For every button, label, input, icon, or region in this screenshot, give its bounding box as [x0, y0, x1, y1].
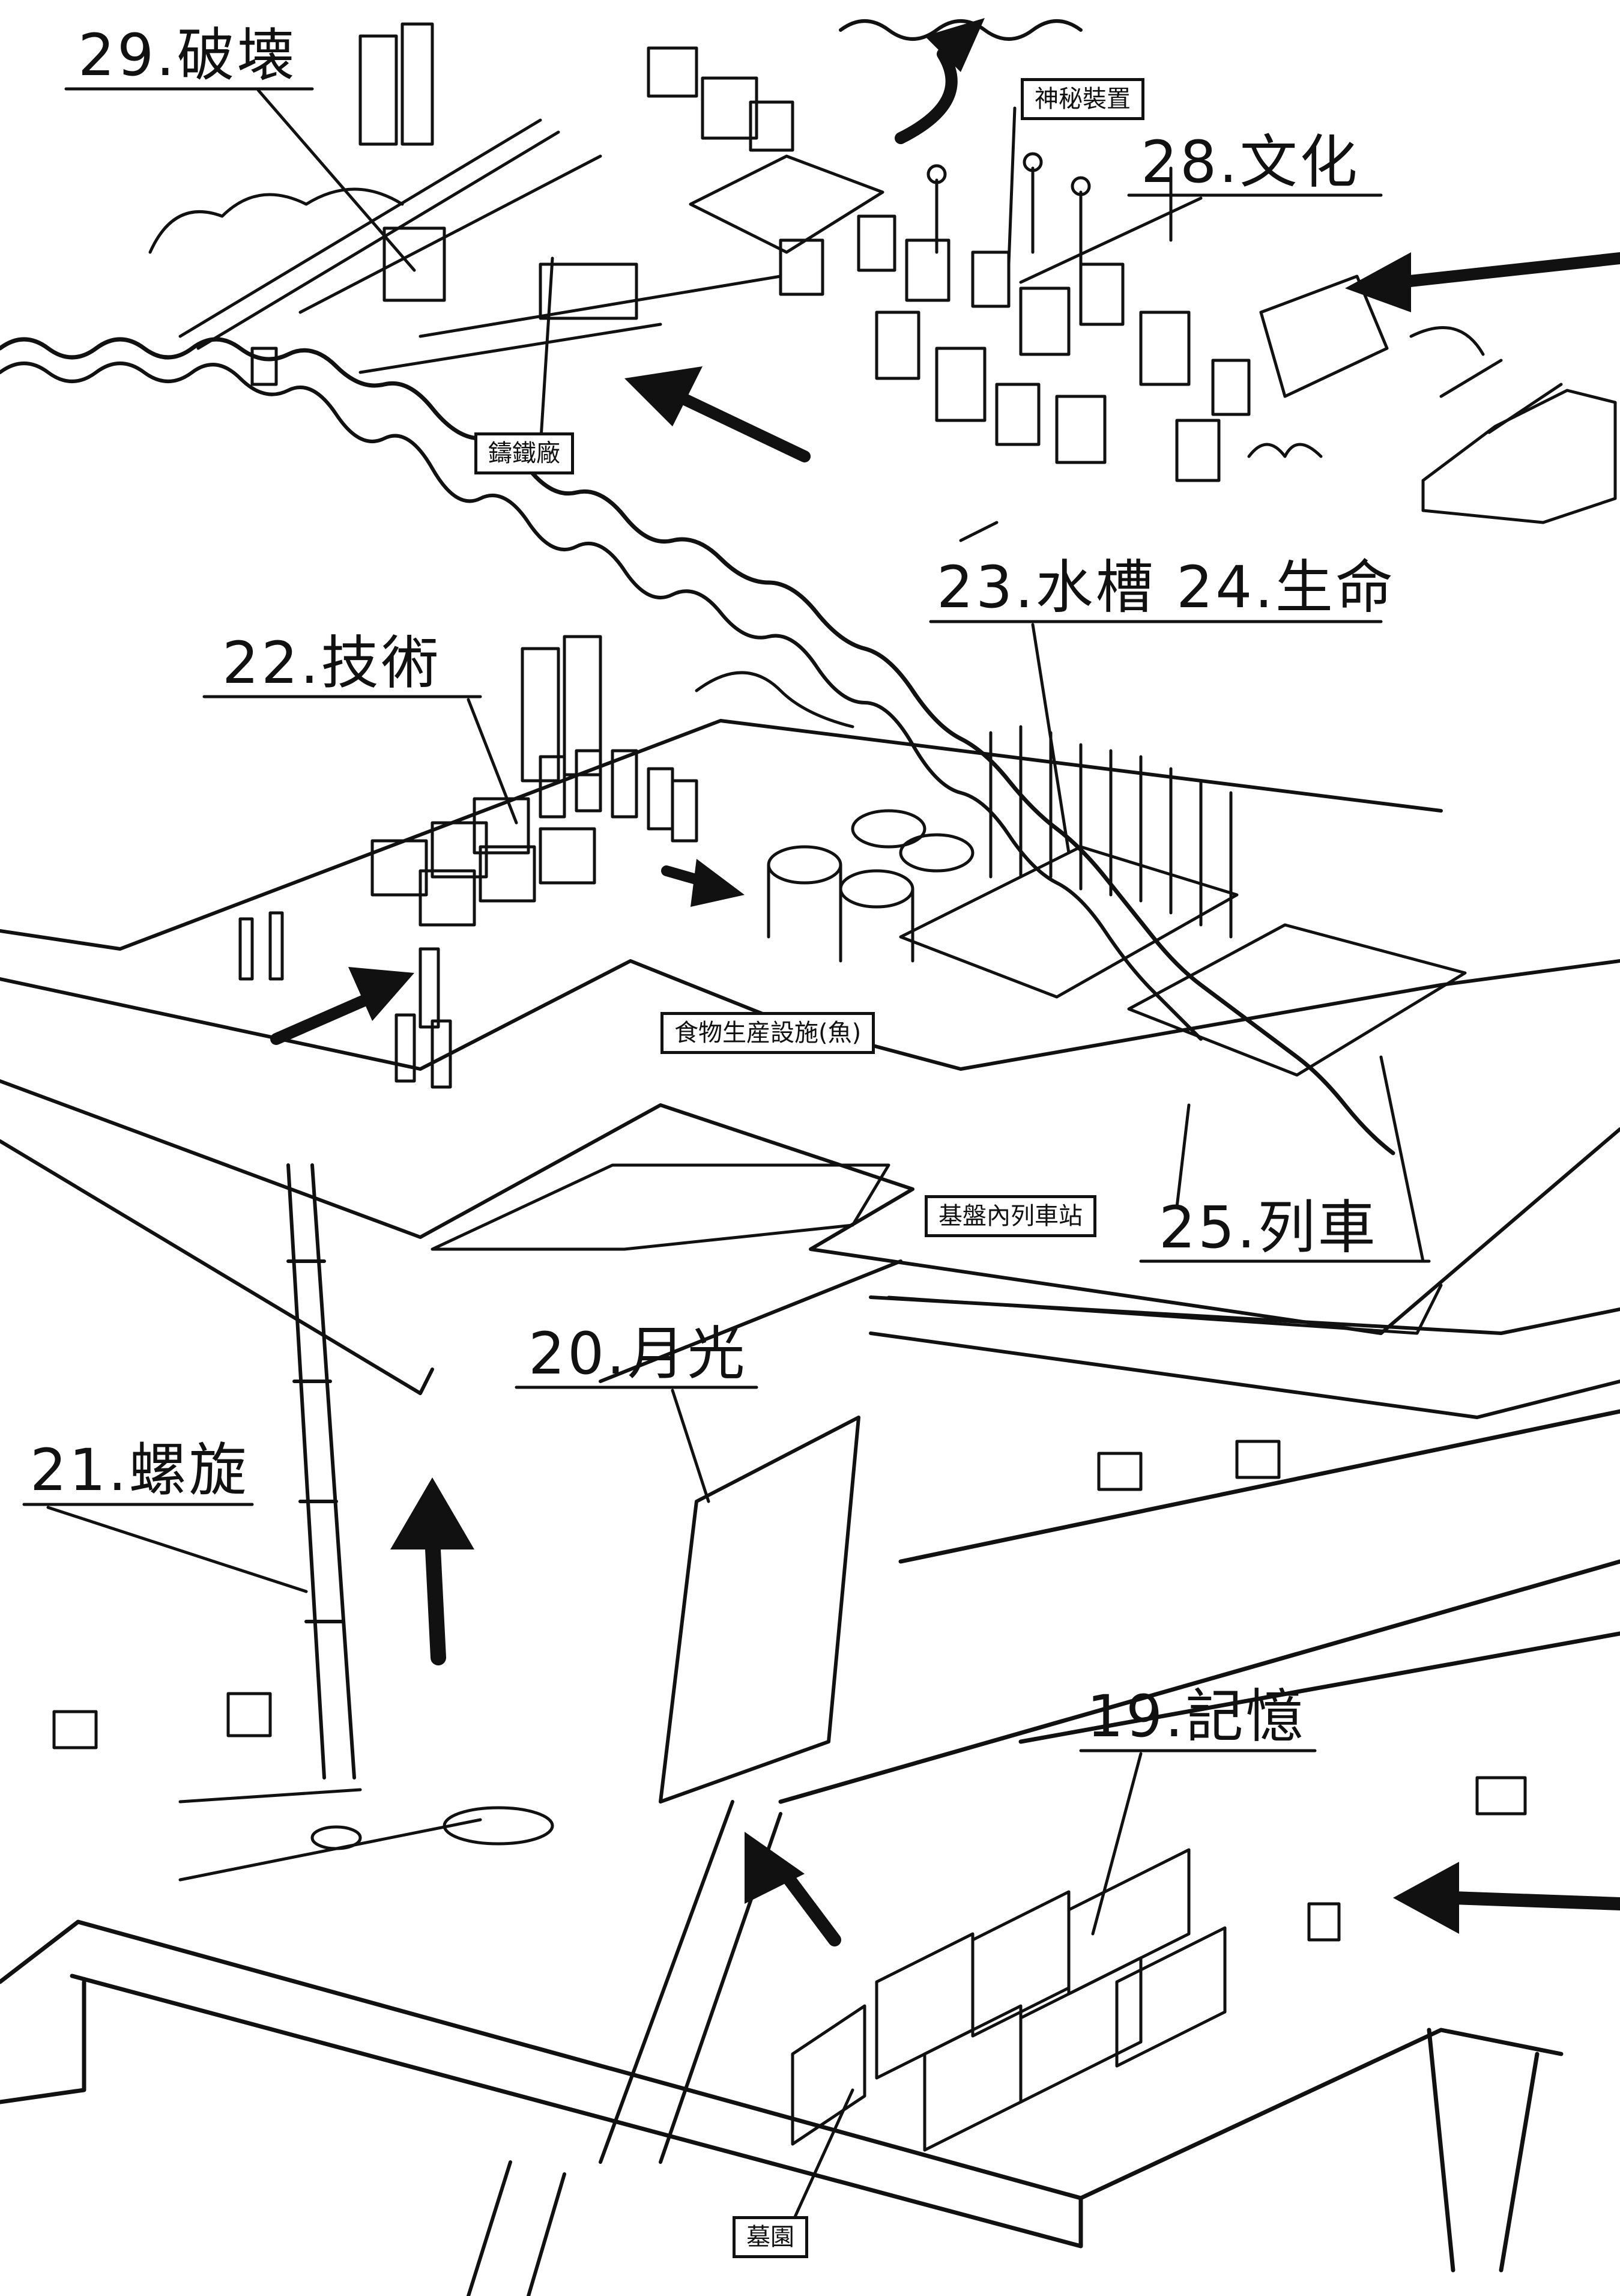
zone-label-23-24: 23.水槽 24.生命 [937, 554, 1395, 621]
arrow-up-spiral-head [390, 1477, 474, 1549]
flow-arrows [270, 18, 1620, 1946]
zone-label-21: 21.螺旋 [30, 1437, 249, 1504]
spiral-tower-sketch [286, 1163, 356, 1780]
arrow-into-memory-head [1393, 1862, 1459, 1934]
arrow-into-culture-head [1345, 252, 1411, 312]
destruction-area-sketch [148, 22, 884, 386]
arrow-tech-to-tank-head [691, 859, 745, 907]
culture-area-sketch [857, 152, 1389, 542]
arrow-to-destruction-line [672, 390, 811, 462]
zone-label-25: 25.列車 [1159, 1194, 1378, 1261]
right-rocks-sketch [1409, 326, 1617, 524]
facility-label-food-production: 食物生産設施(魚) [660, 1012, 875, 1054]
lower-left-debris [52, 1440, 1527, 1942]
zone-label-29: 29.破壊 [78, 22, 297, 89]
zone-label-22: 22.技術 [222, 629, 441, 697]
top-wavy-line [839, 19, 1083, 41]
arrow-up-spiral-line [425, 1530, 446, 1665]
facility-label-mystery-device: 神秘裝置 [1021, 78, 1144, 120]
tank-life-facility-sketch [767, 725, 1467, 1077]
zone-label-19: 19.記憶 [1087, 1683, 1306, 1750]
arrow-to-top-head [925, 18, 985, 72]
facility-label-train-station: 基盤內列車站 [925, 1195, 1096, 1237]
arrow-to-destruction-head [624, 366, 703, 426]
lower-wall-sketch [0, 1409, 1620, 2273]
upper-wavy-boundary-2 [0, 362, 1203, 1041]
cemetery-sketch [791, 1848, 1227, 2152]
middle-platform-sketch [0, 719, 1620, 1419]
arrow-to-moonlight-head [745, 1832, 805, 1904]
facility-label-steel-mill: 鑄鐵廠 [474, 432, 574, 474]
label-leaders [22, 87, 1431, 2224]
arrow-into-culture-line [1393, 252, 1620, 288]
zone-label-20: 20.月光 [528, 1320, 748, 1387]
facility-label-cemetery: 墓園 [733, 2216, 808, 2258]
moonlight-tower-sketch [467, 1416, 860, 2296]
arrow-into-memory-line [1446, 1891, 1620, 1910]
upper-wavy-boundary [0, 337, 1395, 1156]
zone-label-28: 28.文化 [1141, 129, 1360, 196]
arrow-to-tech-line [270, 991, 378, 1045]
tech-facility-sketch [238, 635, 854, 1089]
station-roof-sketch [431, 1163, 1443, 1335]
arrow-to-top [895, 48, 958, 144]
arrow-to-tech-head [348, 967, 414, 1021]
